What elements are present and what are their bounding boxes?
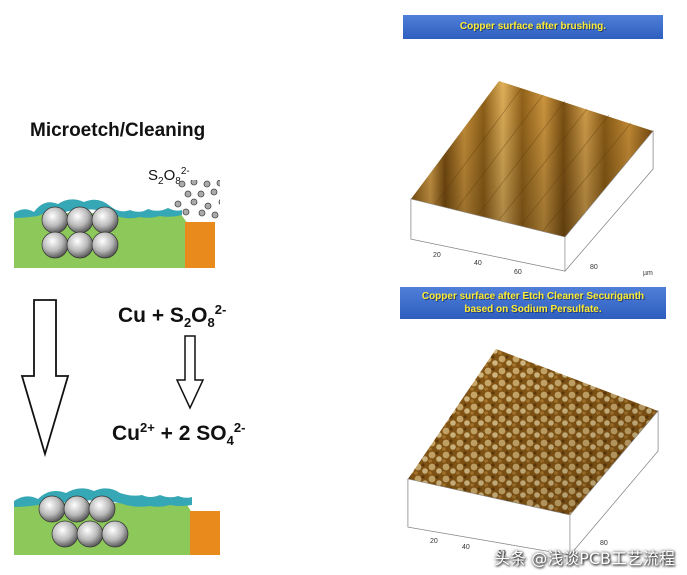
eq2-sub-4: 4	[226, 433, 234, 449]
surface-panel-brushing: Copper surface after brushing.	[403, 15, 663, 277]
eq2-cu: Cu	[112, 422, 140, 445]
panel-header-brushing: Copper surface after brushing.	[403, 15, 663, 39]
cu-grains-after	[38, 495, 129, 548]
copper-pad-after	[190, 511, 220, 555]
eq1-charge: 2-	[214, 302, 227, 317]
equation-reactants: Cu + S2O82-	[118, 302, 226, 330]
surface-panel-etch: Copper surface after Etch Cleaner Securi…	[400, 287, 666, 559]
copper-pad	[185, 222, 215, 268]
eq1-sub-2: 2	[183, 315, 192, 331]
eq2-so: + 2 SO	[154, 422, 227, 445]
ion-sub-2: 2	[158, 176, 164, 187]
header-line-2: based on Sodium Persulfate.	[464, 304, 602, 315]
reaction-arrow	[175, 335, 205, 410]
ion-sub-8: 8	[175, 176, 181, 187]
tick-40-b: 40	[462, 544, 470, 551]
tick-40: 40	[474, 260, 482, 267]
persulfate-dots	[174, 180, 220, 219]
tick-20-b: 20	[430, 538, 438, 545]
eq2-cu-charge: 2+	[140, 420, 155, 435]
afm-surface-etch: 20 40 60 80	[407, 349, 659, 557]
tick-60-b: 60	[498, 550, 506, 557]
persulfate-ion-label: S2O82-	[148, 166, 190, 187]
afm-surface-brushing: 20 40 60 80 µm	[410, 81, 654, 277]
ion-base: S	[148, 167, 159, 184]
cross-section-after	[14, 488, 220, 555]
diagram-title: Microetch/Cleaning	[30, 120, 206, 141]
ion-o: O	[163, 167, 176, 184]
tick-80: 80	[590, 264, 598, 271]
watermark: 头条 @浅谈PCB工艺流程	[494, 549, 675, 568]
tick-80-b: 80	[600, 540, 608, 547]
cross-section-before	[14, 180, 220, 268]
cu-grains	[41, 206, 119, 259]
process-arrow-large	[20, 299, 70, 458]
eq1-sub-8: 8	[207, 315, 215, 331]
equation-products: Cu2+ + 2 SO42-	[112, 420, 245, 448]
panel-header-etch: Copper surface after Etch Cleaner Securi…	[400, 287, 666, 319]
tick-60: 60	[514, 269, 522, 276]
eq1-lhs: Cu + S	[118, 304, 184, 327]
eq1-o: O	[191, 304, 208, 327]
axis-unit: µm	[643, 270, 653, 277]
eq2-charge: 2-	[233, 420, 246, 435]
tick-20: 20	[433, 252, 441, 259]
ion-charge: 2-	[180, 166, 190, 177]
header-line-1: Copper surface after Etch Cleaner Securi…	[421, 291, 645, 302]
